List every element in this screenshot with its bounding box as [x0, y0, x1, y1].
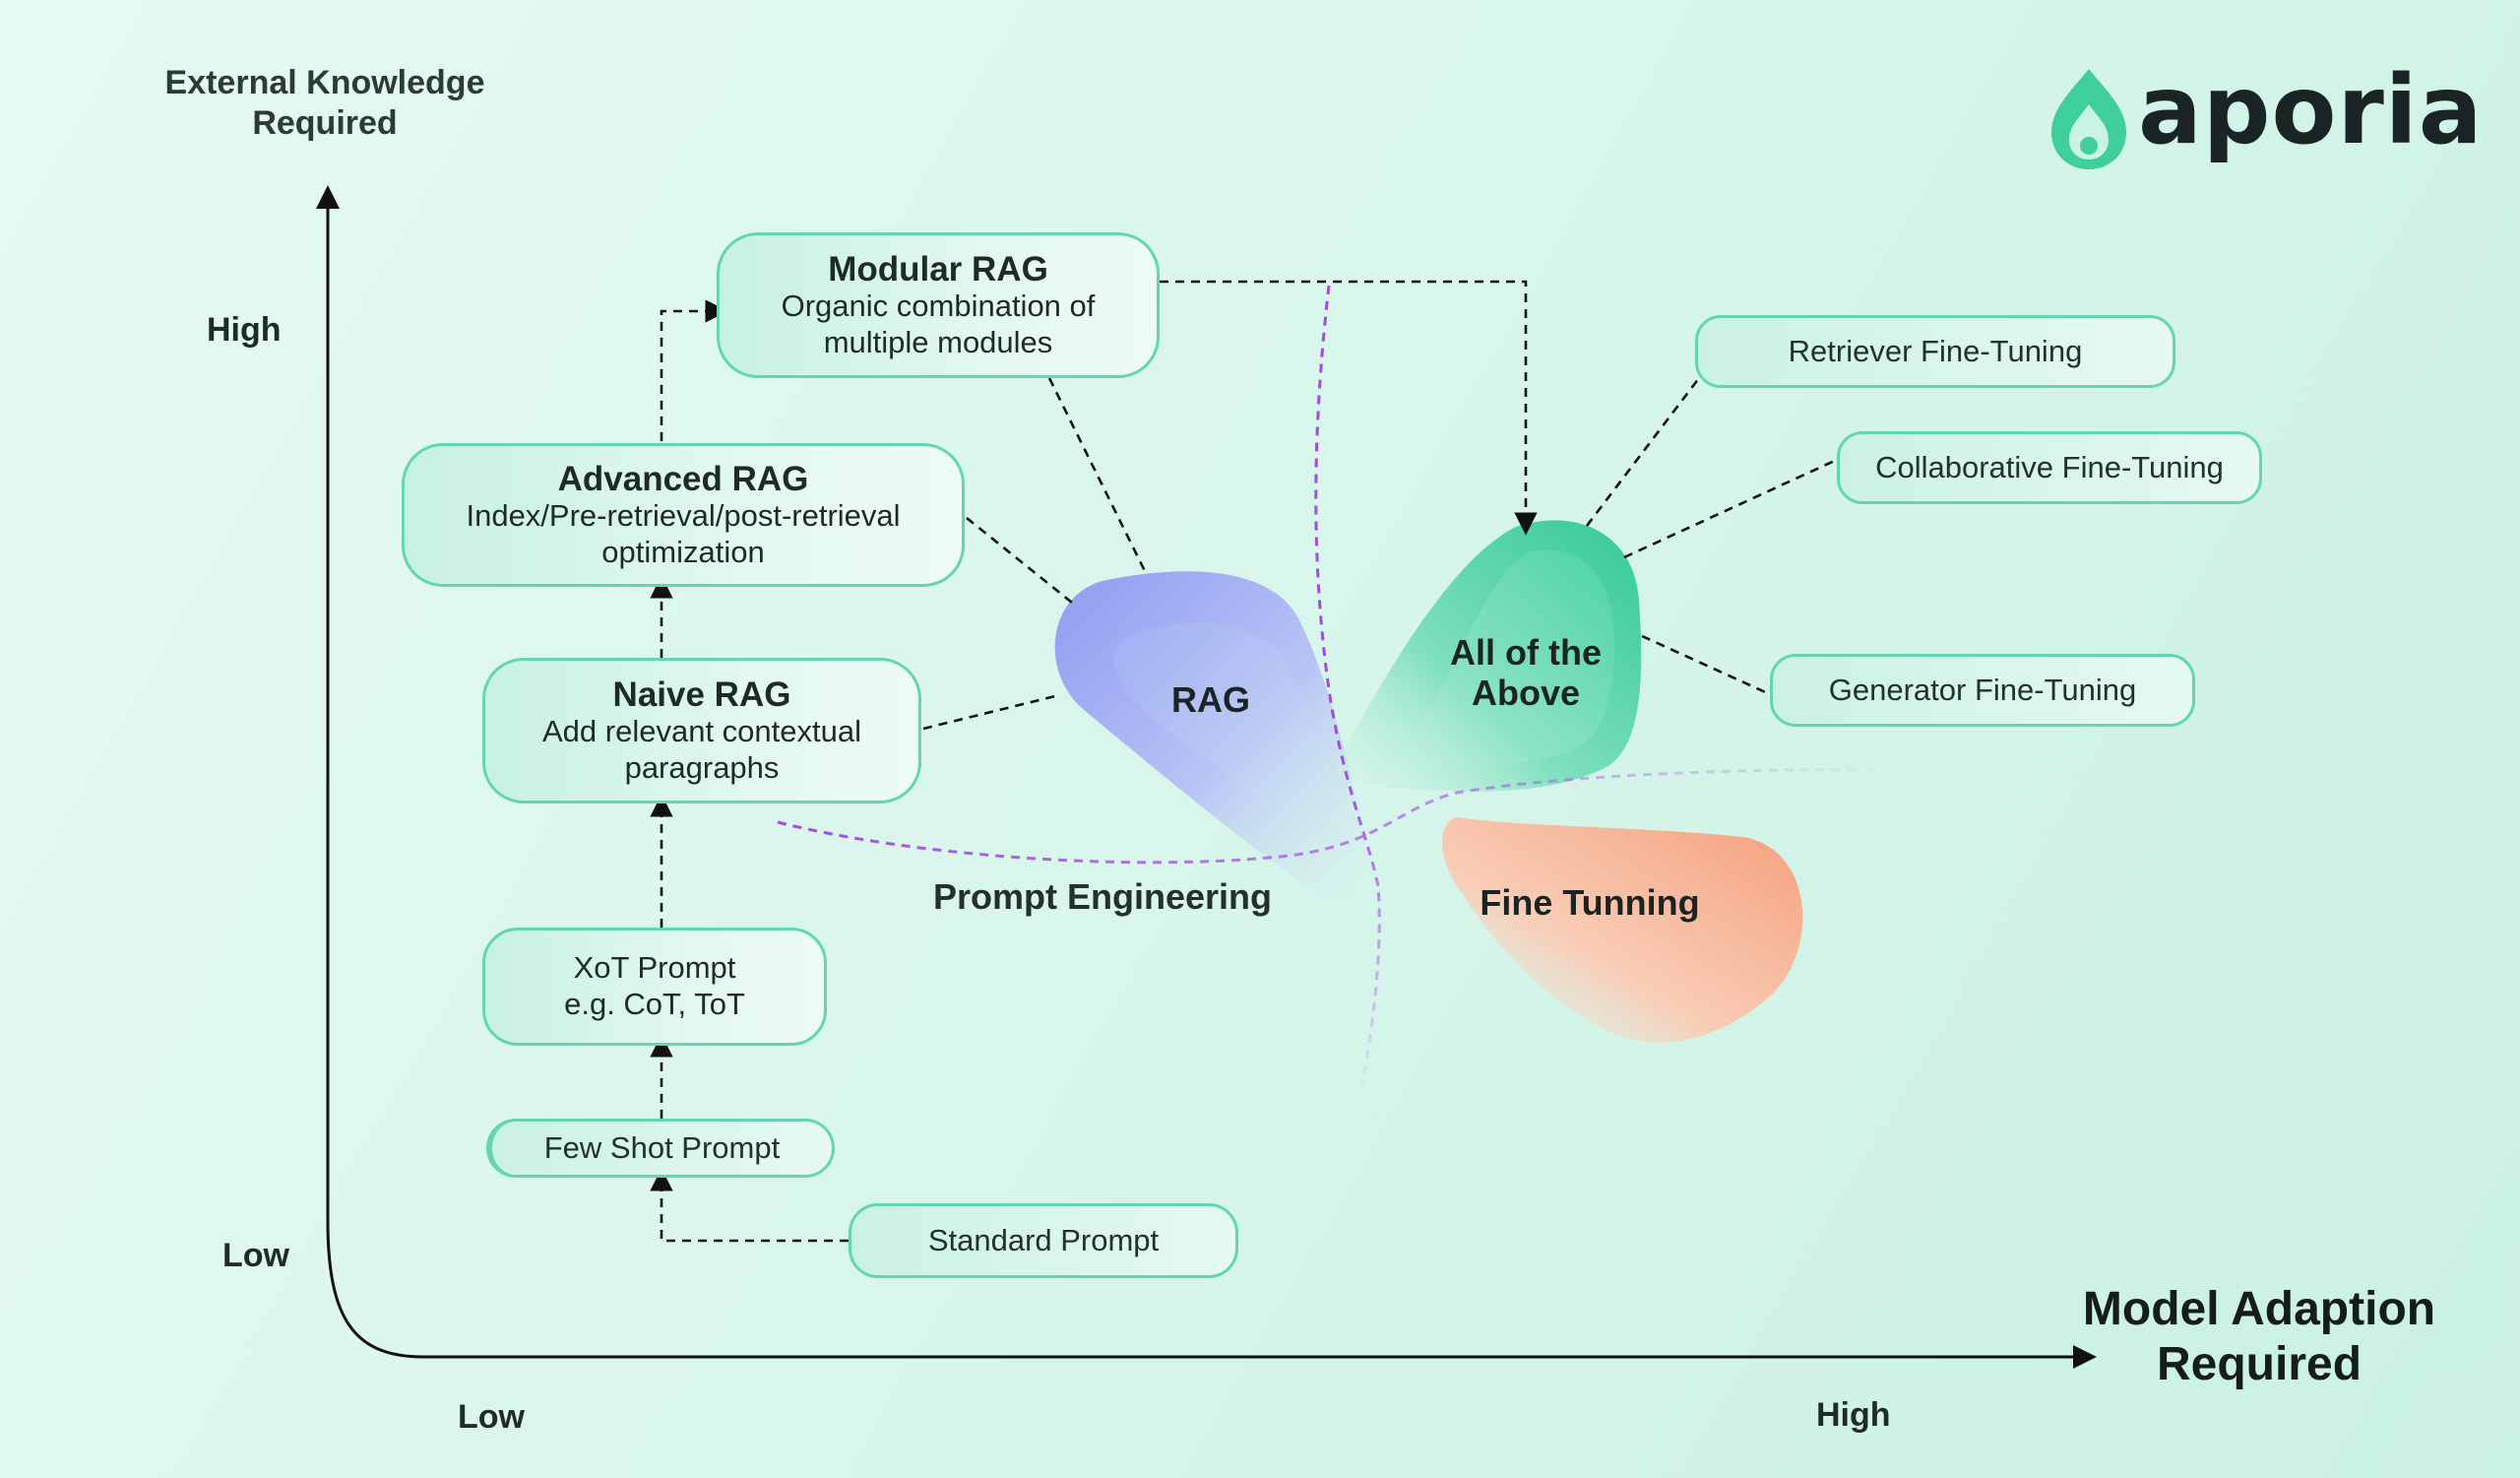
connector-advanced-modular [660, 299, 728, 441]
node-description: Index/Pre-retrieval/post-retrieval optim… [466, 498, 901, 569]
rag-blob-inner [1113, 622, 1339, 847]
link-all-generator [1641, 634, 1773, 697]
fine-tuning-blob [1442, 817, 1803, 1043]
connector-modular-all [1160, 280, 1538, 536]
node-title: Advanced RAG [557, 459, 809, 498]
divider-horizontal [777, 768, 1901, 865]
x-axis-high-label: High [1816, 1396, 1891, 1434]
node-description: Add relevant contextual paragraphs [542, 714, 861, 785]
node-collaborative-fine-tuning: Collaborative Fine-Tuning [1837, 431, 2262, 504]
link-all-retriever [1585, 377, 1701, 527]
x-axis-low-label: Low [458, 1398, 525, 1436]
y-axis-title: External Knowledge Required [164, 64, 485, 142]
node-title: Modular RAG [828, 249, 1048, 289]
region-label-prompt-engineering: Prompt Engineering [932, 876, 1273, 917]
link-modular-rag [1047, 377, 1148, 574]
node-few-shot-prompt: Few Shot Prompt [486, 1119, 835, 1178]
axis-corner [326, 1220, 424, 1359]
node-description: Organic combination of multiple modules [781, 289, 1096, 359]
connector-standard-fewshot [650, 1168, 849, 1243]
node-generator-fine-tuning: Generator Fine-Tuning [1770, 654, 2195, 727]
node-title: XoT Prompt [573, 950, 736, 986]
node-description: e.g. CoT, ToT [564, 987, 745, 1021]
y-axis-low-label: Low [222, 1237, 289, 1274]
region-label-fine-tuning: Fine Tunning [1480, 882, 1700, 923]
region-label-all-of-the-above: All of the Above [1450, 632, 1602, 714]
node-retriever-fine-tuning: Retriever Fine-Tuning [1695, 315, 2175, 388]
node-modular-rag: Modular RAG Organic combination of multi… [717, 232, 1160, 378]
node-title: Naive RAG [612, 675, 791, 714]
link-advanced-rag [966, 516, 1078, 609]
node-naive-rag: Naive RAG Add relevant contextual paragr… [482, 658, 921, 803]
node-advanced-rag: Advanced RAG Index/Pre-retrieval/post-re… [402, 443, 965, 587]
brand-wordmark: aporia [2138, 55, 2484, 165]
link-all-collab [1623, 457, 1840, 559]
x-axis-title: Model Adaption Required [2082, 1283, 2436, 1390]
divider-vertical [1314, 285, 1381, 1104]
region-label-rag: RAG [1171, 679, 1250, 720]
brand-logo: aporia [2044, 55, 2482, 171]
aporia-logo-icon [2051, 69, 2126, 169]
link-naive-rag [922, 693, 1060, 731]
y-axis-high-label: High [207, 311, 282, 349]
node-xot-prompt: XoT Prompt e.g. CoT, ToT [482, 928, 827, 1046]
all-of-the-above-blob-inner [1398, 549, 1614, 768]
node-standard-prompt: Standard Prompt [849, 1203, 1238, 1278]
